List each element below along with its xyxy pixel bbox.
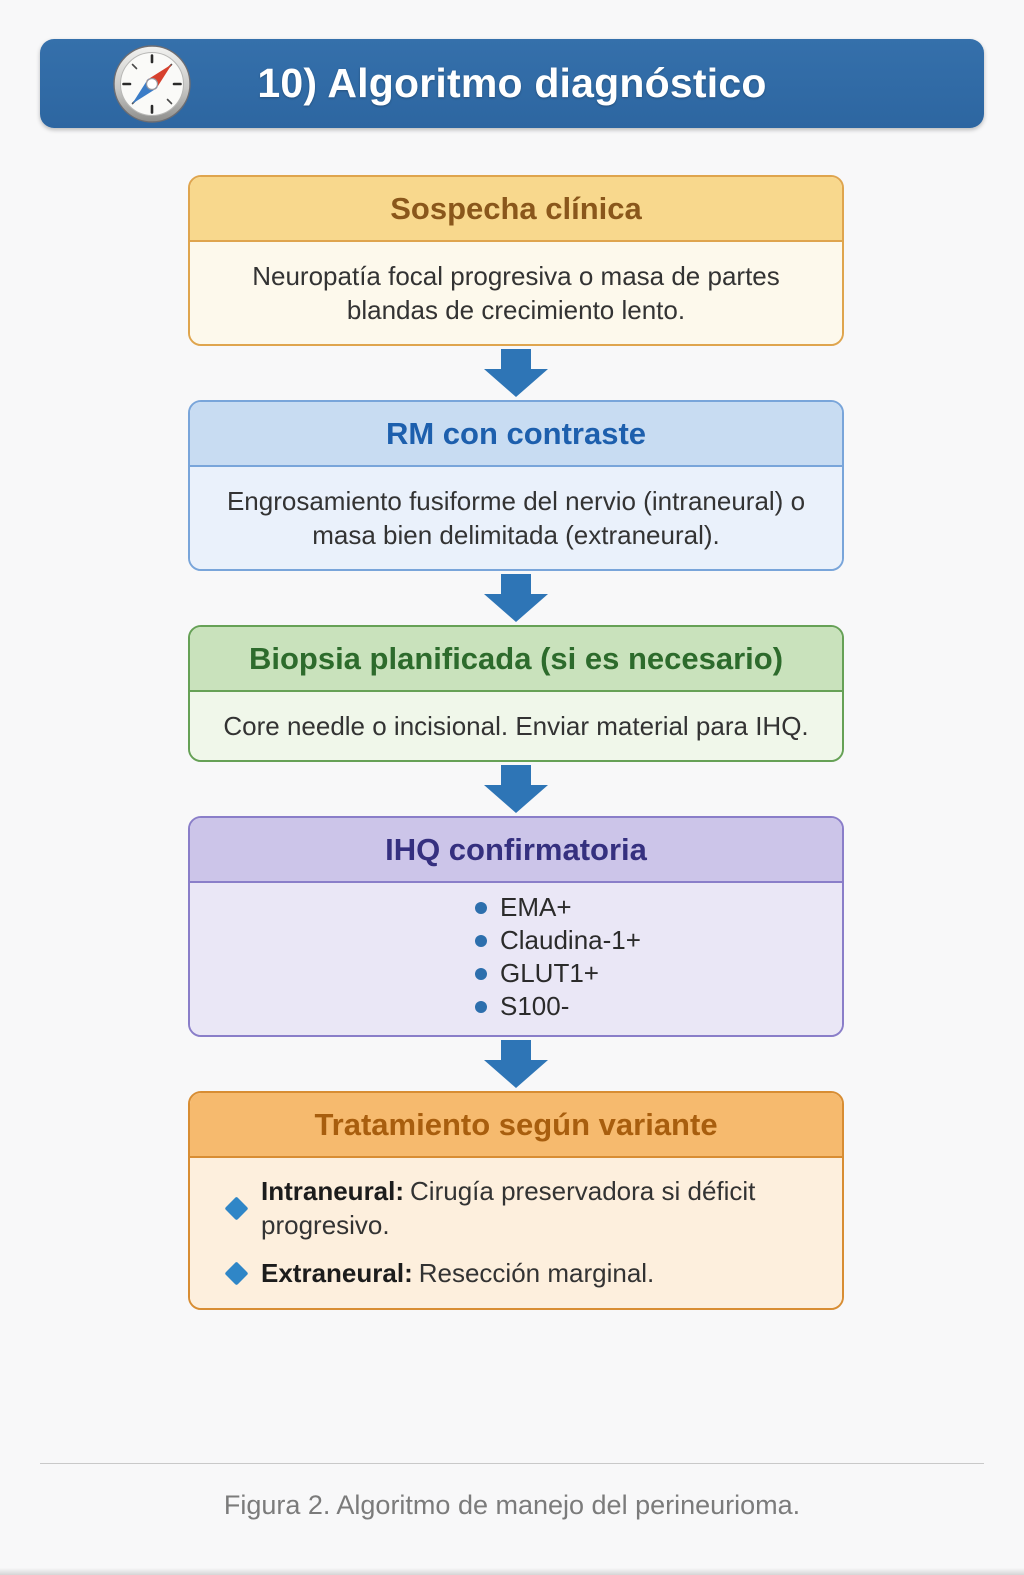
figure-footer: Figura 2. Algoritmo de manejo del perine… — [0, 1463, 1024, 1521]
treatment-text: Extraneural:Resección marginal. — [261, 1256, 654, 1290]
box-body: Neuropatía focal progresiva o masa de pa… — [190, 242, 842, 344]
treatment-label: Extraneural: — [261, 1258, 413, 1288]
flow-connector — [188, 346, 844, 400]
box-body: Intraneural:Cirugía preservadora si défi… — [190, 1158, 842, 1308]
box-header: Tratamiento según variante — [190, 1093, 842, 1158]
treatment-row: Intraneural:Cirugía preservadora si défi… — [224, 1174, 818, 1242]
marker-label: Claudina-1+ — [500, 925, 641, 955]
list-item: Claudina-1+ — [475, 924, 812, 957]
flow-connector — [188, 762, 844, 816]
marker-label: EMA+ — [500, 892, 572, 922]
box-text: Core needle o incisional. Enviar materia… — [223, 711, 809, 741]
box-header: Sospecha clínica — [190, 177, 842, 242]
circle-bullet-icon — [475, 967, 487, 980]
treatment-detail: Resección marginal. — [418, 1258, 655, 1288]
treatment-label: Intraneural: — [261, 1176, 405, 1206]
box-title: IHQ confirmatoria — [385, 832, 647, 867]
diamond-bullet-icon — [224, 1260, 249, 1286]
list-item: S100- — [475, 990, 812, 1023]
box-text: Engrosamiento fusiforme del nervio (intr… — [226, 486, 806, 550]
circle-bullet-icon — [475, 934, 487, 947]
diamond-bullet-icon — [224, 1195, 249, 1221]
flow-box-rm-con-contraste: RM con contraste Engrosamiento fusiforme… — [188, 400, 844, 571]
box-body: Core needle o incisional. Enviar materia… — [190, 692, 842, 760]
box-body: Engrosamiento fusiforme del nervio (intr… — [190, 467, 842, 569]
box-title: Tratamiento según variante — [314, 1107, 718, 1142]
box-title: Biopsia planificada (si es necesario) — [248, 641, 784, 676]
circle-bullet-icon — [475, 901, 487, 914]
ihq-marker-list: EMA+ Claudina-1+ GLUT1+ S100- — [220, 891, 812, 1023]
section-header-bar: 10) Algoritmo diagnóstico — [40, 39, 984, 128]
box-text: Neuropatía focal progresiva o masa de pa… — [252, 261, 780, 325]
flowchart: Sospecha clínica Neuropatía focal progre… — [188, 175, 844, 1310]
flow-connector — [188, 1037, 844, 1091]
figure-caption: Figura 2. Algoritmo de manejo del perine… — [223, 1490, 801, 1520]
treatment-text: Intraneural:Cirugía preservadora si défi… — [261, 1174, 818, 1242]
section-title: 10) Algoritmo diagnóstico — [257, 60, 767, 106]
list-item: EMA+ — [475, 891, 812, 924]
circle-bullet-icon — [475, 1000, 487, 1013]
box-body: EMA+ Claudina-1+ GLUT1+ S100- — [190, 883, 842, 1035]
flow-box-ihq-confirmatoria: IHQ confirmatoria EMA+ Claudina-1+ GLUT1… — [188, 816, 844, 1037]
flow-connector — [188, 571, 844, 625]
marker-label: GLUT1+ — [500, 958, 599, 988]
box-title: RM con contraste — [385, 416, 647, 451]
flow-box-tratamiento-segun-variante: Tratamiento según variante Intraneural:C… — [188, 1091, 844, 1310]
flow-box-sospecha-clinica: Sospecha clínica Neuropatía focal progre… — [188, 175, 844, 346]
compass-icon — [112, 44, 192, 124]
down-arrow-icon — [484, 574, 548, 622]
caption-divider — [40, 1463, 984, 1464]
box-header: Biopsia planificada (si es necesario) — [190, 627, 842, 692]
flow-box-biopsia-planificada: Biopsia planificada (si es necesario) Co… — [188, 625, 844, 762]
down-arrow-icon — [484, 349, 548, 397]
down-arrow-icon — [484, 765, 548, 813]
treatment-row: Extraneural:Resección marginal. — [224, 1256, 818, 1290]
marker-label: S100- — [500, 991, 570, 1021]
box-title: Sospecha clínica — [390, 191, 642, 226]
down-arrow-icon — [484, 1040, 548, 1088]
page: 10) Algoritmo diagnóstico Sospecha clíni… — [0, 39, 1024, 1575]
list-item: GLUT1+ — [475, 957, 812, 990]
box-header: IHQ confirmatoria — [190, 818, 842, 883]
box-header: RM con contraste — [190, 402, 842, 467]
treatment-detail: Cirugía preservadora si déficit progresi… — [261, 1176, 756, 1240]
